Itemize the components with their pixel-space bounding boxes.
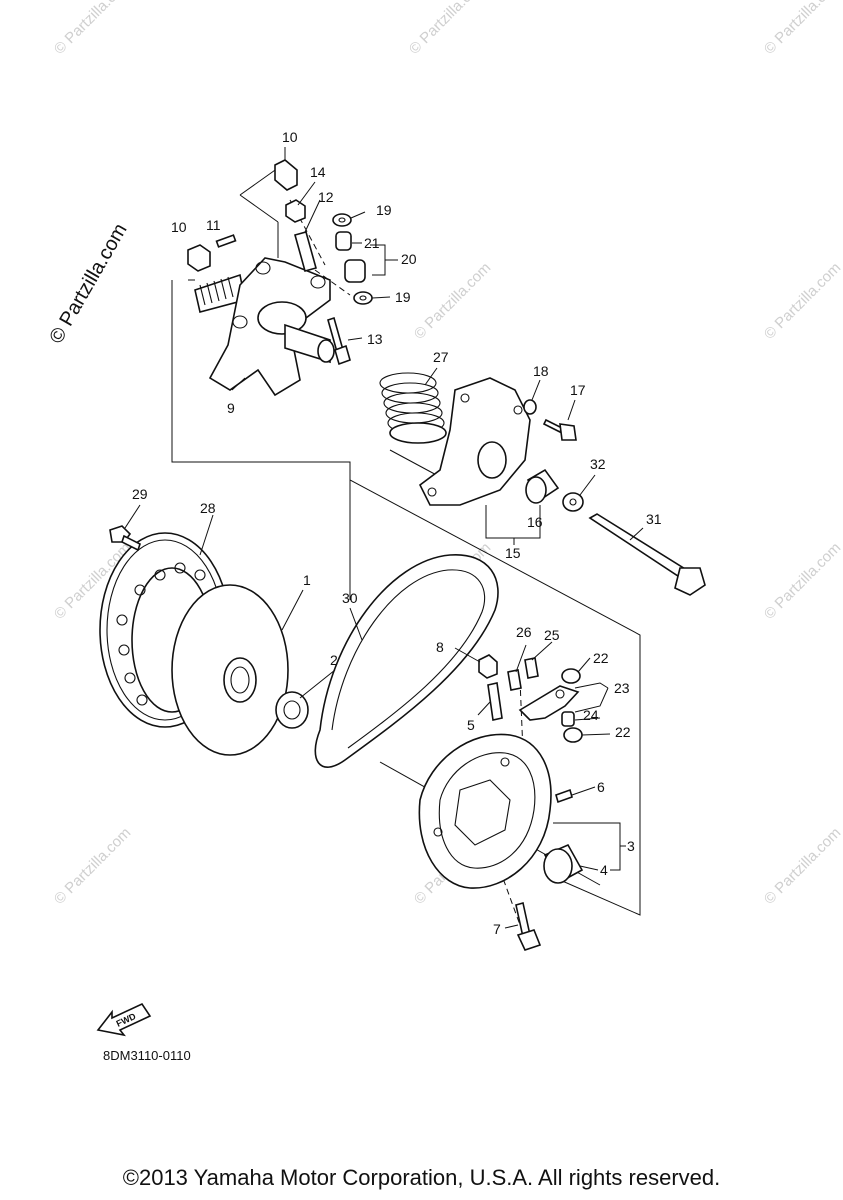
part-17-bolt	[542, 418, 577, 441]
drawing-code: 8DM3110-0110	[103, 1048, 191, 1063]
callout-7: 7	[493, 921, 501, 937]
callout-19-lower: 19	[395, 289, 411, 305]
callout-14: 14	[310, 164, 326, 180]
callout-13: 13	[367, 331, 383, 347]
callout-17: 17	[570, 382, 586, 398]
part-30-belt	[314, 554, 499, 768]
callout-9: 9	[227, 400, 235, 416]
watermark: © Partzilla.com	[51, 824, 134, 907]
callout-22-upper: 22	[593, 650, 609, 666]
part-1-sheave	[171, 584, 289, 756]
callout-29: 29	[132, 486, 148, 502]
part-19-washer-upper	[332, 213, 352, 227]
copyright-notice: ©2013 Yamaha Motor Corporation, U.S.A. A…	[122, 1165, 721, 1190]
part-20-roller	[344, 259, 366, 283]
part-3-movable-sheave	[418, 733, 552, 889]
watermark: © Partzilla.com	[761, 0, 843, 58]
part-9-spider-hub	[194, 257, 335, 397]
callout-6: 6	[597, 779, 605, 795]
part-6-screw	[555, 788, 573, 804]
part-31-long-bolt	[588, 513, 706, 596]
part-11-pin	[215, 234, 237, 248]
part-10-slider-upper	[274, 159, 298, 191]
callout-21: 21	[364, 235, 380, 251]
part-22-nut-upper	[561, 668, 581, 684]
part-14-nut	[285, 199, 306, 223]
watermark: © Partzilla.com	[761, 824, 843, 907]
part-5-pin	[487, 682, 503, 721]
callout-11: 11	[206, 217, 221, 233]
watermark: © Partzilla.com	[411, 259, 494, 342]
watermark: © Partzilla.com	[406, 0, 489, 58]
callout-12: 12	[318, 189, 334, 205]
callout-18: 18	[533, 363, 549, 379]
callout-15: 15	[505, 545, 521, 561]
callout-2: 2	[330, 652, 338, 668]
callout-24: 24	[583, 707, 599, 723]
part-4-bushing	[543, 843, 584, 884]
watermark-dark: © Partzilla.com	[45, 220, 131, 348]
part-23-arm	[518, 685, 580, 721]
callout-31: 31	[646, 511, 662, 527]
watermark: © Partzilla.com	[761, 539, 843, 622]
part-25-bolt	[524, 657, 539, 679]
callout-22-lower: 22	[615, 724, 631, 740]
callout-25: 25	[544, 627, 560, 643]
callout-27: 27	[433, 349, 449, 365]
callout-19-upper: 19	[376, 202, 392, 218]
part-18-washer	[523, 399, 537, 415]
part-19-washer-lower	[353, 291, 373, 305]
callout-leaders	[124, 147, 644, 929]
part-32-washer	[562, 492, 584, 512]
callout-28: 28	[200, 500, 216, 516]
part-10-slider-left	[187, 244, 211, 272]
callout-23: 23	[614, 680, 630, 696]
callout-3: 3	[627, 838, 635, 854]
callout-26: 26	[516, 624, 532, 640]
callout-16: 16	[527, 514, 543, 530]
part-22-nut-lower	[563, 727, 583, 743]
fwd-arrow-icon: FWD	[96, 1002, 152, 1037]
part-13-bolt	[327, 316, 351, 366]
watermark: © Partzilla.com	[761, 259, 843, 342]
part-15-cap	[418, 377, 531, 506]
part-21-bushing	[335, 231, 352, 251]
callout-32: 32	[590, 456, 606, 472]
callout-5: 5	[467, 717, 475, 733]
callout-8: 8	[436, 639, 444, 655]
callout-1: 1	[303, 572, 311, 588]
part-2-bushing	[275, 691, 309, 729]
part-26-bolt	[507, 669, 522, 691]
callout-20: 20	[401, 251, 417, 267]
part-16-bushing	[525, 468, 560, 504]
part-29-bolt	[109, 525, 141, 552]
callout-10-left: 10	[171, 219, 187, 235]
callout-labels: 1 2 3 4 5 6 7 8 9 10 10 11 12 13 14 15 1…	[132, 129, 662, 937]
watermark: © Partzilla.com	[51, 0, 134, 58]
part-12-pin	[294, 231, 317, 272]
callout-4: 4	[600, 862, 608, 878]
part-24-roller	[561, 711, 575, 727]
part-8-nut	[478, 654, 498, 679]
part-27-spring	[379, 372, 447, 444]
callout-10-top: 10	[282, 129, 298, 145]
part-7-bolt	[515, 901, 542, 951]
callout-30: 30	[342, 590, 358, 606]
